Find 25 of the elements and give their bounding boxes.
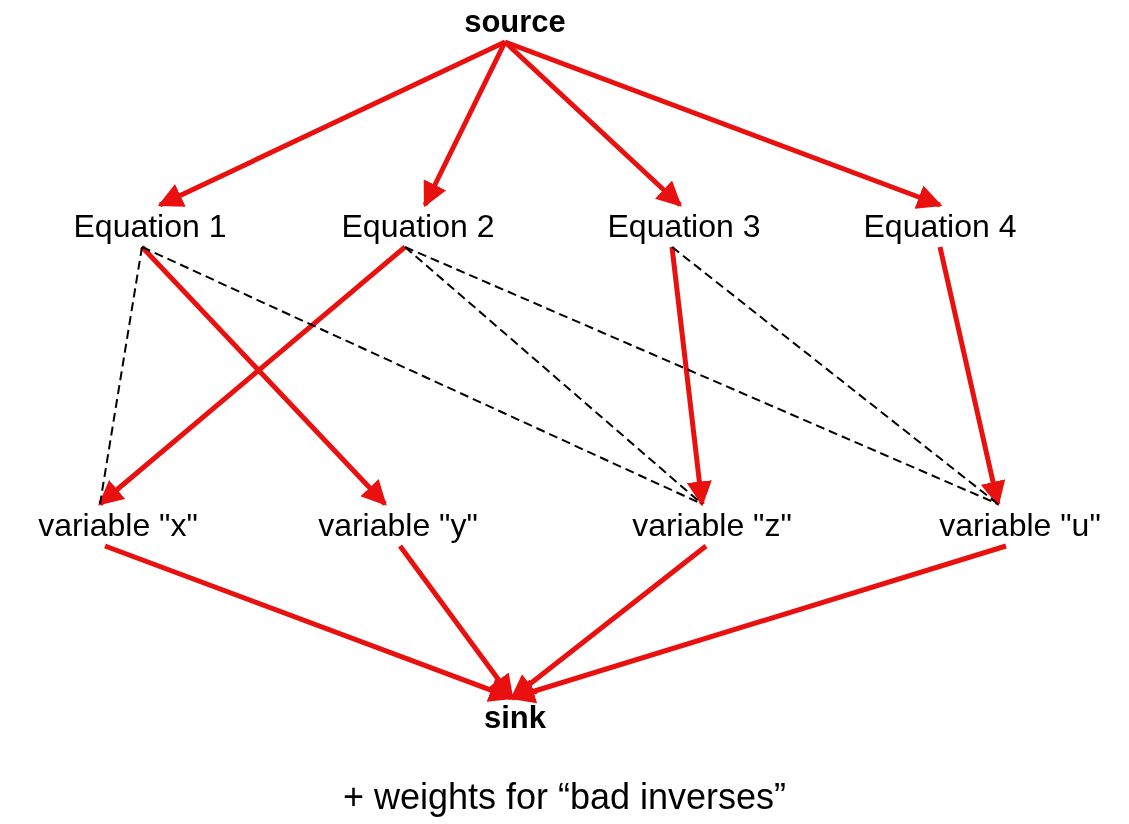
arrow: [398, 544, 514, 700]
node-label: variable "x": [8, 504, 228, 546]
dashed-line: [99, 246, 143, 505]
dashed-line: [671, 246, 999, 505]
arrow: [157, 39, 507, 208]
arrow: [504, 39, 943, 209]
node-label: Equation 3: [579, 205, 789, 247]
arrow: [422, 40, 508, 208]
node-label: Equation 4: [835, 205, 1045, 247]
arrow: [98, 245, 407, 506]
arrow: [669, 246, 712, 507]
node-label: Equation 1: [45, 205, 255, 247]
arrow: [509, 543, 1007, 704]
node-label: variable "y": [288, 504, 508, 546]
arrow: [510, 544, 708, 700]
node-label: variable "z": [602, 504, 822, 546]
dashed-line: [404, 246, 999, 505]
caption: + weights for “bad inverses”: [341, 775, 788, 819]
terminal-label: sink: [470, 698, 560, 738]
arrow: [140, 245, 387, 506]
dashed-line: [404, 246, 703, 505]
arrow: [937, 246, 1006, 507]
terminal-label: source: [445, 2, 585, 42]
node-label: Equation 2: [313, 205, 523, 247]
node-label: variable "u": [910, 504, 1129, 546]
